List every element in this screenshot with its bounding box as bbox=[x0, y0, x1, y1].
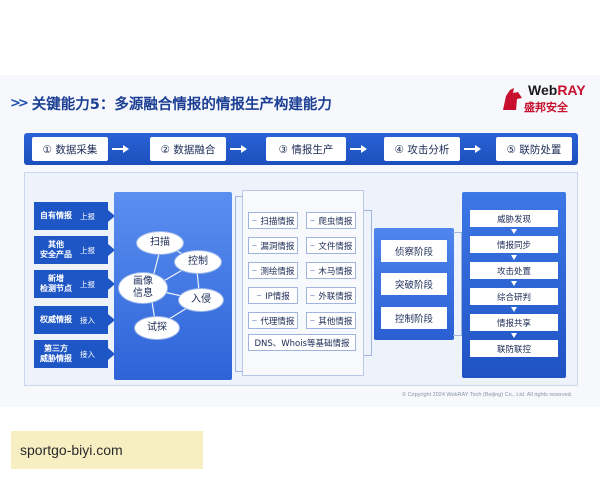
swirl-icon: ~ bbox=[309, 216, 316, 225]
step-intel-production: ③ 情报生产 bbox=[266, 137, 346, 161]
swirl-icon: ~ bbox=[251, 216, 258, 225]
source-action: 上报 bbox=[80, 245, 95, 255]
step-arrow-icon bbox=[112, 145, 130, 153]
swirl-icon: ~ bbox=[309, 241, 316, 250]
swirl-icon: ~ bbox=[251, 241, 258, 250]
stage-recon: 侦察阶段 bbox=[381, 240, 447, 262]
intel-tag-label: IP情报 bbox=[265, 291, 290, 302]
intel-tag: ~木马情报 bbox=[306, 262, 356, 279]
title-arrows-icon: >> bbox=[10, 95, 29, 111]
intel-tag-label: 文件情报 bbox=[318, 241, 353, 252]
step-data-collection: ① 数据采集 bbox=[32, 137, 108, 161]
intel-tag: ~文件情报 bbox=[306, 237, 356, 254]
source-action: 接入 bbox=[80, 349, 95, 359]
source-name: 新增 检测节点 bbox=[40, 274, 72, 293]
intel-tag-label: 木马情报 bbox=[318, 266, 353, 277]
response-threat-discovery: 威胁发现 bbox=[470, 210, 558, 227]
watermark-banner[interactable]: sportgo-biyi.com bbox=[11, 431, 203, 469]
source-name: 权威情报 bbox=[40, 315, 72, 324]
bracket-left bbox=[235, 196, 243, 372]
intel-tag-label: 漏洞情报 bbox=[260, 241, 295, 252]
step-arrow-icon bbox=[350, 145, 368, 153]
intel-tag: ~测绘情报 bbox=[248, 262, 298, 279]
intel-tag: ~漏洞情报 bbox=[248, 237, 298, 254]
intel-tag-label: 代理情报 bbox=[260, 316, 295, 327]
intel-tag-label: 其他情报 bbox=[318, 316, 353, 327]
logo-word-suffix: RAY bbox=[557, 82, 586, 98]
bracket-stage bbox=[453, 232, 462, 336]
down-arrow-icon bbox=[511, 333, 517, 339]
source-authoritative-intel: 权威情报 接入 bbox=[34, 306, 115, 334]
intel-tag: ~IP情报 bbox=[248, 287, 298, 304]
node-control: 控制 bbox=[174, 250, 222, 274]
node-portrait-line1: 画像 bbox=[133, 276, 153, 287]
intel-tag-basic: DNS、Whois等基础情报 bbox=[248, 334, 356, 351]
intel-tag-label: 测绘情报 bbox=[260, 266, 295, 277]
node-portrait: 画像 信息 bbox=[118, 272, 168, 304]
down-arrow-icon bbox=[511, 281, 517, 287]
swirl-icon: ~ bbox=[309, 291, 316, 300]
watermark-text[interactable]: sportgo-biyi.com bbox=[20, 442, 123, 458]
response-comprehensive-analysis: 综合研判 bbox=[470, 288, 558, 305]
response-intel-sharing: 情报共享 bbox=[470, 314, 558, 331]
logo-wordmark: WebRAY bbox=[528, 82, 586, 98]
response-intel-sync: 情报同步 bbox=[470, 236, 558, 253]
intel-tag: ~扫描情报 bbox=[248, 212, 298, 229]
swirl-icon: ~ bbox=[309, 266, 316, 275]
step-data-fusion: ② 数据融合 bbox=[150, 137, 226, 161]
swirl-icon: ~ bbox=[251, 316, 258, 325]
copyright-text: © Copyright 2024 WebRAY Tech (Beijing) C… bbox=[402, 392, 573, 398]
source-name: 自有情报 bbox=[40, 211, 72, 220]
node-intrusion: 入侵 bbox=[178, 288, 224, 312]
source-name: 其他 安全产品 bbox=[40, 240, 72, 259]
logo-word-prefix: Web bbox=[528, 82, 558, 98]
intel-tag: ~爬虫情报 bbox=[306, 212, 356, 229]
intel-tag-label: 外联情报 bbox=[318, 291, 353, 302]
down-arrow-icon bbox=[511, 307, 517, 313]
swirl-icon: ~ bbox=[251, 266, 258, 275]
intel-tag-label: 扫描情报 bbox=[260, 216, 295, 227]
swirl-icon: ~ bbox=[256, 291, 263, 300]
intel-tag: ~外联情报 bbox=[306, 287, 356, 304]
source-action: 接入 bbox=[80, 315, 95, 325]
down-arrow-icon bbox=[511, 255, 517, 261]
intel-tag: ~代理情报 bbox=[248, 312, 298, 329]
intel-tag: ~其他情报 bbox=[306, 312, 356, 329]
intel-tag-label: DNS、Whois等基础情报 bbox=[254, 338, 350, 349]
step-joint-response: ⑤ 联防处置 bbox=[496, 137, 572, 161]
intel-tag-label: 爬虫情报 bbox=[318, 216, 353, 227]
source-action: 上报 bbox=[80, 279, 95, 289]
response-attack-handling: 攻击处置 bbox=[470, 262, 558, 279]
down-arrow-icon bbox=[511, 229, 517, 235]
webray-logo: WebRAY 盛邦安全 bbox=[496, 82, 592, 116]
step-arrow-icon bbox=[464, 145, 482, 153]
bracket-right bbox=[364, 210, 372, 356]
logo-horse-icon bbox=[503, 88, 522, 110]
source-third-party-intel: 第三方 威胁情报 接入 bbox=[34, 340, 115, 368]
source-action: 上报 bbox=[80, 211, 95, 221]
node-probe: 试探 bbox=[134, 316, 180, 340]
source-detection-nodes: 新增 检测节点 上报 bbox=[34, 270, 115, 298]
source-own-intel: 自有情报 上报 bbox=[34, 202, 115, 230]
slide-title: >> 关键能力5：多源融合情报的情报生产构建能力 bbox=[10, 90, 332, 116]
node-scan: 扫描 bbox=[136, 231, 184, 255]
source-other-products: 其他 安全产品 上报 bbox=[34, 236, 115, 264]
logo-chinese-name: 盛邦安全 bbox=[524, 101, 568, 114]
node-portrait-line2: 信息 bbox=[133, 288, 153, 299]
title-text: 关键能力5：多源融合情报的情报生产构建能力 bbox=[31, 96, 332, 113]
stage-breach: 突破阶段 bbox=[381, 273, 447, 295]
stage-control: 控制阶段 bbox=[381, 307, 447, 329]
source-name: 第三方 威胁情报 bbox=[40, 344, 72, 363]
step-attack-analysis: ④ 攻击分析 bbox=[384, 137, 460, 161]
step-arrow-icon bbox=[230, 145, 248, 153]
response-joint-control: 联防联控 bbox=[470, 340, 558, 357]
swirl-icon: ~ bbox=[309, 316, 316, 325]
